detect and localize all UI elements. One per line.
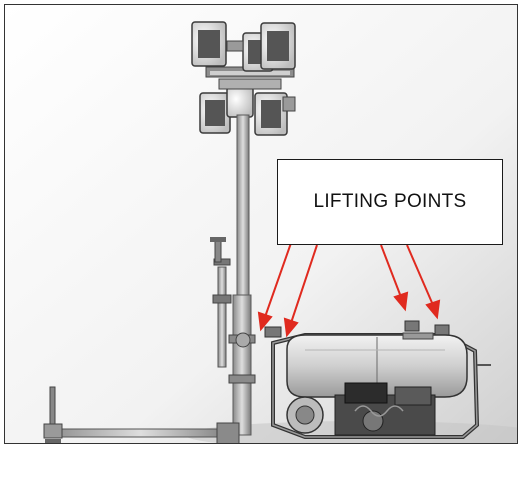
arrow-3	[380, 244, 409, 312]
fuel-tank	[286, 332, 468, 398]
diagram-frame: LIFTING POINTS	[4, 4, 518, 444]
engine	[286, 382, 436, 436]
telescopic-mast	[210, 114, 256, 436]
callout-label: LIFTING POINTS	[313, 191, 467, 212]
arrow-2	[283, 244, 318, 338]
lifting-point-arrows	[257, 242, 441, 338]
arrow-1	[257, 242, 292, 332]
lamp-head	[191, 21, 296, 136]
lifting-points-callout: LIFTING POINTS	[277, 159, 503, 245]
outrigger-leg	[43, 386, 240, 443]
arrow-4	[406, 244, 441, 320]
